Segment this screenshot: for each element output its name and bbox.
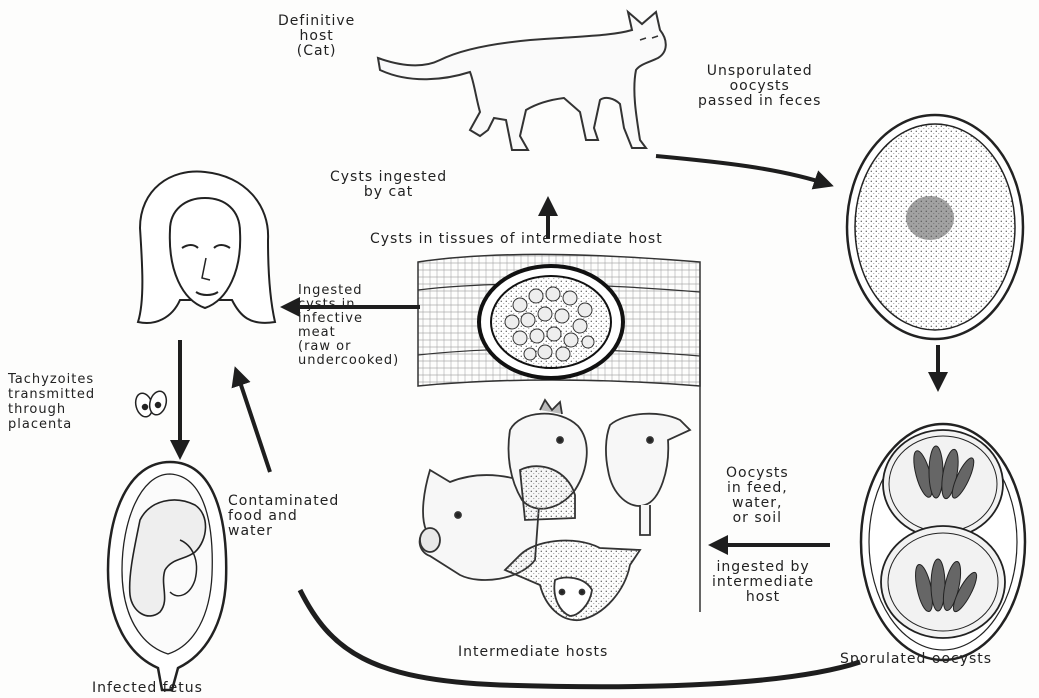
cysts-in-tissues-label: Cysts in tissues of intermediate host <box>370 232 663 247</box>
ingested-by-intermediate-label: ingested by intermediate host <box>712 560 814 605</box>
definitive-host-label: Definitive host (Cat) <box>278 14 355 59</box>
unsporulated-oocysts-label: Unsporulated oocysts passed in feces <box>698 64 821 109</box>
cysts-ingested-by-cat-label: Cysts ingested by cat <box>330 170 447 200</box>
tachyzoites-label: Tachyzoites transmitted through placenta <box>8 372 95 432</box>
ingested-cysts-label: Ingested cysts in infective meat (raw or… <box>298 284 399 368</box>
infected-fetus-label: Infected fetus <box>92 681 203 696</box>
woman-head-icon <box>138 172 275 323</box>
sporulated-oocyst-icon <box>861 424 1025 660</box>
cat-icon <box>378 12 666 150</box>
tachyzoites-icon <box>133 389 169 418</box>
intermediate-hosts-label: Intermediate hosts <box>458 645 608 660</box>
sporulated-oocysts-label: Sporulated oocysts <box>840 652 992 667</box>
intermediate-hosts-icon <box>420 400 690 620</box>
fetus-icon <box>108 462 226 690</box>
contaminated-food-label: Contaminated food and water <box>228 494 339 539</box>
oocysts-in-feed-label: Oocysts in feed, water, or soil <box>726 466 789 526</box>
unsporulated-oocyst-icon <box>847 115 1023 339</box>
